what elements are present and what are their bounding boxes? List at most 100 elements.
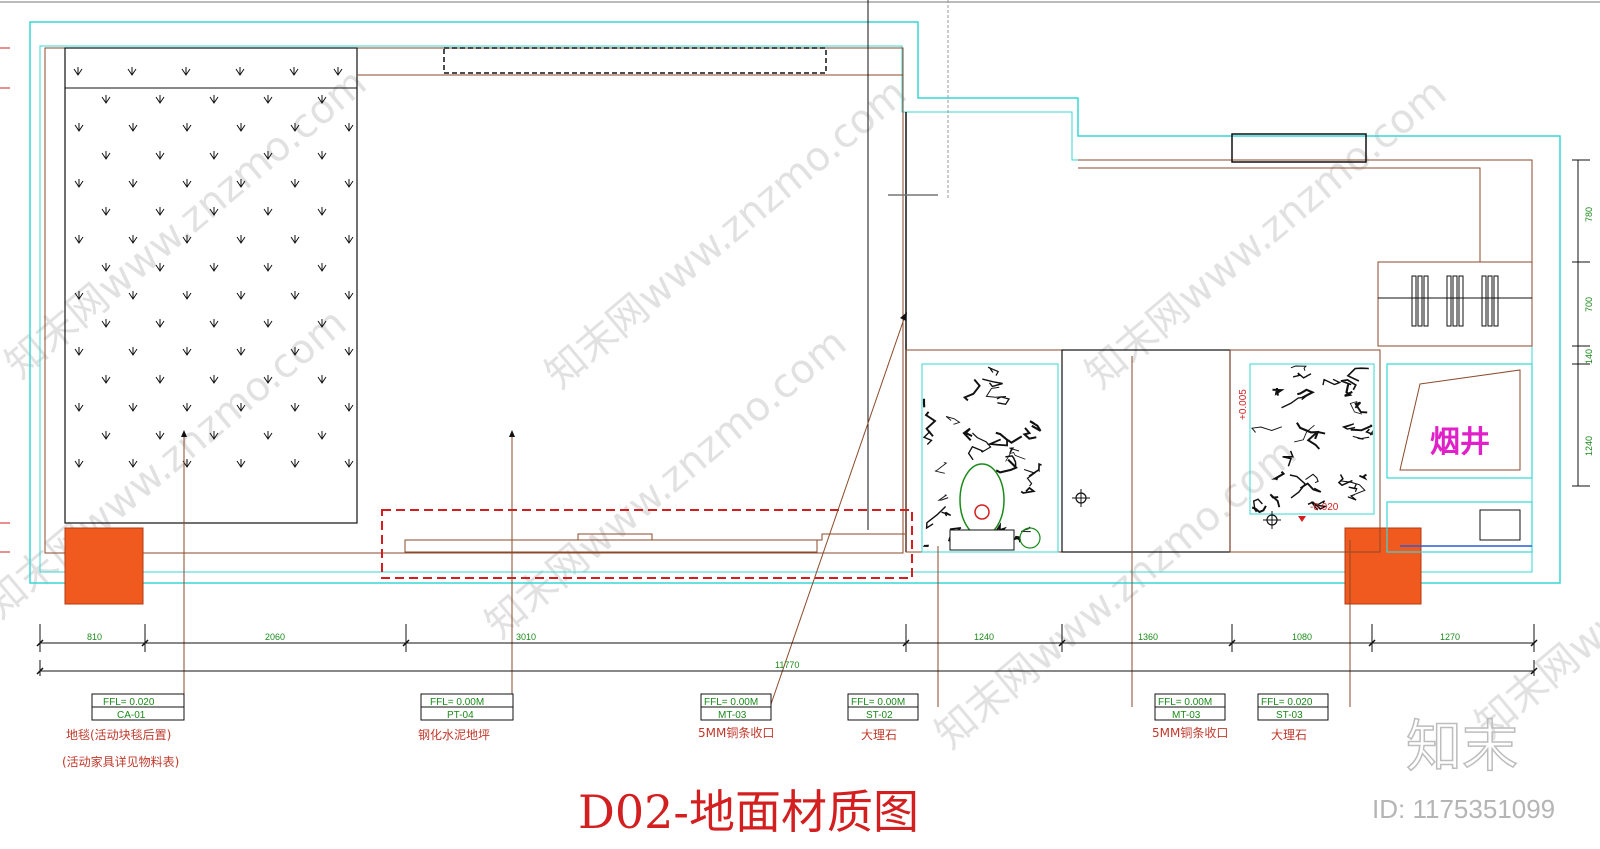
vertical-dimension-text: 1240 <box>1584 436 1594 456</box>
carpet-arrow-mark <box>101 375 111 384</box>
carpet-arrow-mark <box>317 207 327 216</box>
dimension-slash <box>402 639 410 647</box>
dimension-text: 2060 <box>265 632 285 642</box>
carpet-arrow-mark <box>182 123 192 132</box>
marble-vein <box>1272 387 1285 396</box>
marble-vein <box>1020 486 1036 494</box>
carpet-arrow-mark <box>290 459 300 468</box>
marble-vein <box>1297 388 1315 399</box>
tag-label: (活动家具详见物料表) <box>62 754 179 769</box>
carpet-arrow-mark <box>344 291 354 300</box>
column-right <box>1344 527 1422 605</box>
marble-vein <box>1352 435 1370 440</box>
watermark-logo: 知末 <box>1406 715 1518 780</box>
carpet-arrow-mark <box>209 375 219 384</box>
marble-vein <box>987 366 1000 376</box>
carpet-arrow-mark <box>344 123 354 132</box>
material-tag: FFL= 0.00M ST-02 大理石 <box>847 693 919 742</box>
dimension-text: 3010 <box>516 632 536 642</box>
carpet-arrow-mark <box>101 151 111 160</box>
leader-lines <box>183 315 1351 708</box>
carpet-arrow-mark <box>263 207 273 216</box>
marble-vein <box>925 505 947 530</box>
marble-vein <box>922 430 933 445</box>
carpet-arrow-mark <box>74 403 84 412</box>
carpet-arrow-mark <box>263 431 273 440</box>
dimension-text: 1080 <box>1292 632 1312 642</box>
dimension-slash <box>36 639 44 647</box>
marble-vein <box>945 415 961 425</box>
marble-vein <box>967 445 985 461</box>
marble-vein <box>1307 501 1328 510</box>
carpet-arrow-mark <box>263 151 273 160</box>
carpet-arrow-mark <box>74 179 84 188</box>
carpet-arrow-mark <box>182 235 192 244</box>
bathroom-right-inner <box>1249 363 1375 515</box>
marble-vein <box>1269 493 1281 508</box>
marble-vein <box>986 438 1008 447</box>
tag-ffl: FFL= 0.00M <box>851 697 905 708</box>
marble-texture-right <box>1251 365 1373 514</box>
left-margin-ticks <box>0 47 10 553</box>
marble-vein <box>924 411 937 437</box>
level-marker <box>1298 516 1306 522</box>
tag-label: 钢化水泥地坪 <box>418 728 490 742</box>
carpet-arrow-mark <box>235 67 245 76</box>
marble-vein <box>937 494 949 501</box>
vertical-dimension-text: 780 <box>1584 207 1594 222</box>
marble-vein <box>995 458 1018 474</box>
tag-code: ST-02 <box>866 710 893 721</box>
carpet-arrow-mark <box>182 347 192 356</box>
carpet-arrow-mark <box>181 67 191 76</box>
carpet-arrow-mark <box>236 179 246 188</box>
marble-vein <box>1294 424 1315 443</box>
carpet-arrow-mark <box>236 123 246 132</box>
marble-vein <box>1299 482 1322 493</box>
equipment <box>1479 509 1521 541</box>
carpet-arrow-mark <box>209 319 219 328</box>
marble-vein <box>1023 468 1036 487</box>
marble-vein <box>1252 498 1263 513</box>
tag-label: 大理石 <box>1271 728 1307 742</box>
marble-vein <box>1348 483 1358 493</box>
carpet-arrow-mark <box>317 95 327 104</box>
tag-code: PT-04 <box>447 710 474 721</box>
cabinet-outline <box>405 533 905 541</box>
watermark-id: ID: 1175351099 <box>1372 794 1555 824</box>
hanger-icon <box>1411 275 1429 327</box>
hanger-icon <box>1446 275 1464 327</box>
carpet-arrow-mark <box>74 235 84 244</box>
carpet-arrow-mark <box>236 347 246 356</box>
watermark-text: 知末网www.znzmo.com <box>477 320 855 648</box>
dimension-slash <box>36 667 44 675</box>
tag-code: MT-03 <box>1172 710 1201 721</box>
marble-vein <box>995 431 1023 444</box>
tag-label: 5MM铜条收口 <box>1152 725 1228 740</box>
carpet-arrow-mark <box>317 431 327 440</box>
carpet-arrow-mark <box>74 347 84 356</box>
carpet-arrow-mark <box>101 263 111 272</box>
carpet-arrow-mark <box>344 179 354 188</box>
marble-vein <box>1290 365 1307 371</box>
carpet-arrow-mark <box>101 95 111 104</box>
carpet-arrow-mark <box>128 291 138 300</box>
carpet-arrow-mark <box>155 151 165 160</box>
marble-vein <box>1349 400 1363 415</box>
tag-code: CA-01 <box>117 710 146 721</box>
carpet-arrow-mark <box>317 319 327 328</box>
material-tag: FFL= 0.020 CA-01 地毯(活动块毯后置) (活动家具详见物料表) <box>62 693 185 769</box>
carpet-arrow-mark <box>73 67 83 76</box>
watermark-text: 知末网www.znzmo.com <box>537 70 915 398</box>
marble-vein <box>1251 426 1282 433</box>
carpet-arrow-mark <box>209 95 219 104</box>
marble-vein <box>1296 422 1320 440</box>
dimension-slash <box>1530 667 1538 675</box>
marble-vein <box>1009 447 1020 454</box>
tag-ffl: FFL= 0.00M <box>1158 697 1212 708</box>
tag-label: 地毯(活动块毯后置) <box>66 728 171 742</box>
bathroom-right <box>1229 349 1381 553</box>
carpet-arrow-mark <box>128 179 138 188</box>
marble-vein <box>1341 423 1356 430</box>
dimension-slash <box>1228 639 1236 647</box>
tag-code: MT-03 <box>718 710 747 721</box>
